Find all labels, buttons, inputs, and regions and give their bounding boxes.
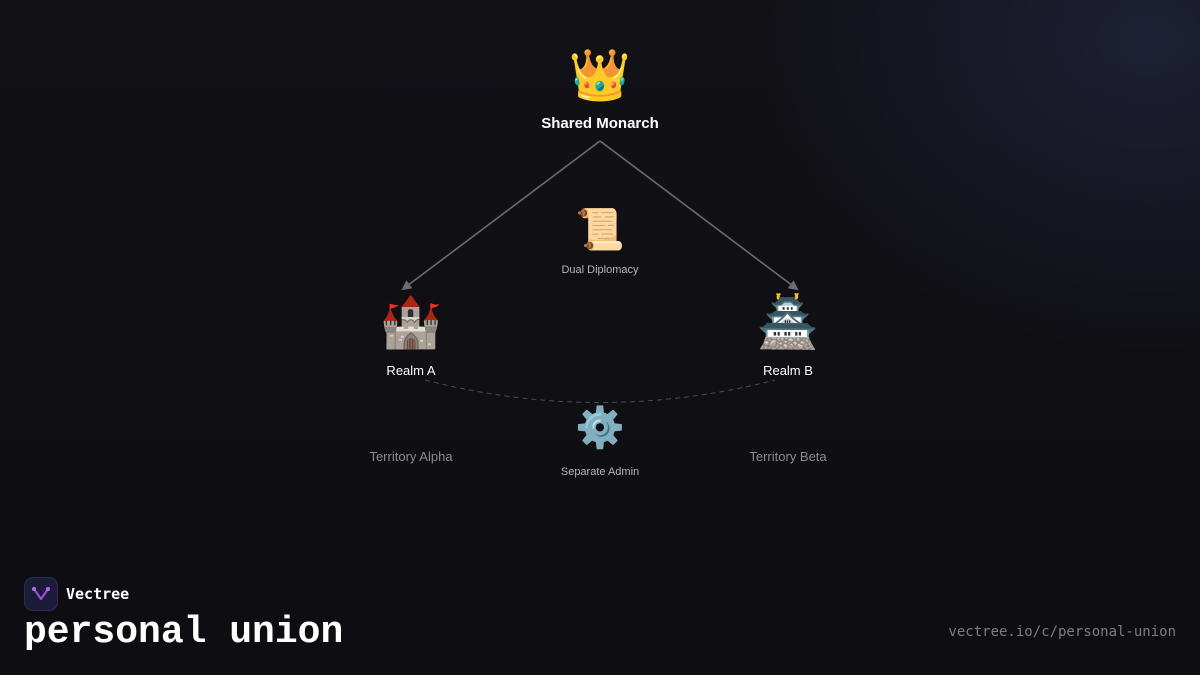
realm-b-label: Realm B — [763, 363, 813, 378]
japanese-castle-icon: 🏯 — [756, 293, 820, 351]
realm-a-label: Realm A — [386, 363, 436, 378]
monarch-node: 👑 Shared Monarch — [541, 50, 659, 132]
admin-label: Separate Admin — [560, 466, 640, 478]
crown-icon: 👑 — [568, 46, 632, 104]
arrow-monarch-to-realm-b — [599, 140, 799, 291]
gear-icon: ⚙️ — [575, 405, 625, 451]
realm-b-node: 🏯 Realm B — [757, 297, 819, 378]
vectree-logo-icon — [24, 577, 58, 611]
monarch-label: Shared Monarch — [541, 115, 659, 132]
realm-a-node: 🏰 Realm A — [380, 297, 442, 378]
diplomacy-node: 📜 Dual Diplomacy — [561, 210, 638, 276]
admin-node: ⚙️ Separate Admin — [561, 408, 639, 478]
brand-name: Vectree — [66, 585, 130, 603]
territory-beta-label: Territory Beta — [749, 449, 827, 464]
arrow-monarch-to-realm-a — [401, 140, 601, 291]
page-url: vectree.io/c/personal-union — [948, 624, 1176, 640]
scroll-icon: 📜 — [575, 207, 625, 253]
territory-alpha-label: Territory Alpha — [369, 449, 453, 464]
castle-icon: 🏰 — [379, 293, 443, 351]
diplomacy-label: Dual Diplomacy — [561, 264, 639, 276]
page-title: personal union — [24, 611, 344, 654]
dashed-link-realms — [424, 379, 776, 403]
brand: Vectree — [24, 577, 129, 611]
